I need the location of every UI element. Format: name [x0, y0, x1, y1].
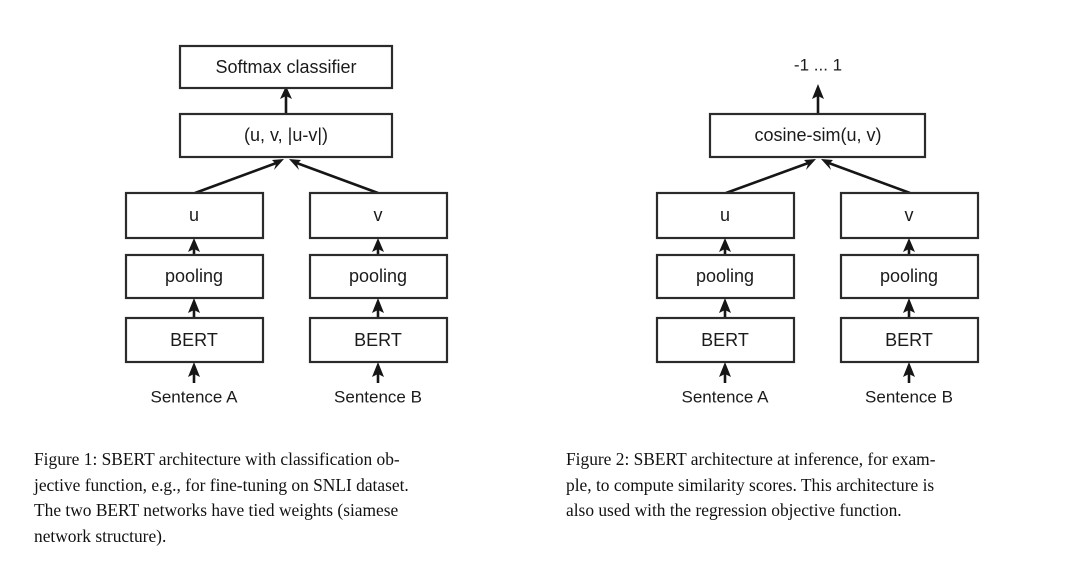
- concat-label: (u, v, |u-v|): [244, 125, 328, 145]
- left-bert-node: BERT: [124, 316, 265, 364]
- left-pooling-label: pooling: [165, 266, 223, 286]
- edge-sentence-b-to-bert: [372, 362, 384, 383]
- sentence-b-label: Sentence B: [865, 387, 953, 406]
- edge-v-to-cosine: [821, 159, 911, 195]
- left-bert-label: BERT: [701, 330, 749, 350]
- caption-line: also used with the regression objective …: [566, 500, 902, 520]
- edge-sentence-a-to-bert: [188, 362, 200, 383]
- figure-2-caption: Figure 2: SBERT architecture at inferenc…: [566, 447, 1038, 524]
- figure-1-canvas: Softmax classifier (u, v, |u-v|) u: [124, 44, 449, 406]
- vector-v-label: v: [905, 205, 914, 225]
- edge-right-bert-to-pooling: [372, 298, 384, 318]
- edge-left-pooling-to-u: [719, 238, 731, 255]
- figure-1-caption: Figure 1: SBERT architecture with classi…: [34, 447, 506, 549]
- left-pooling-label: pooling: [696, 266, 754, 286]
- right-bert-label: BERT: [354, 330, 402, 350]
- vector-u-node: u: [124, 191, 265, 240]
- left-bert-node: BERT: [655, 316, 796, 364]
- left-pooling-node: pooling: [655, 253, 796, 300]
- cosine-sim-node: cosine-sim(u, v): [708, 112, 927, 159]
- edge-concat-to-softmax: [280, 86, 292, 114]
- vector-v-node: v: [308, 191, 449, 240]
- right-pooling-node: pooling: [839, 253, 980, 300]
- right-pooling-label: pooling: [349, 266, 407, 286]
- edge-left-bert-to-pooling: [719, 298, 731, 318]
- figure-2-diagram: -1 ... 1 cosine-sim(u, v): [540, 0, 1080, 430]
- softmax-classifier-label: Softmax classifier: [215, 57, 356, 77]
- edge-sentence-a-to-bert: [719, 362, 731, 383]
- right-pooling-node: pooling: [308, 253, 449, 300]
- concat-node: (u, v, |u-v|): [178, 112, 394, 159]
- sentence-b-label: Sentence B: [334, 387, 422, 406]
- edge-u-to-concat: [194, 159, 284, 195]
- caption-line: jective function, e.g., for fine-tuning …: [34, 474, 409, 495]
- figure-1-diagram: Softmax classifier (u, v, |u-v|) u: [0, 0, 540, 430]
- sentence-a-label: Sentence A: [151, 387, 239, 406]
- edge-right-bert-to-pooling: [903, 298, 915, 318]
- softmax-classifier-node: Softmax classifier: [178, 44, 394, 90]
- left-pooling-node: pooling: [124, 253, 265, 300]
- vector-v-label: v: [374, 205, 383, 225]
- vector-v-node: v: [839, 191, 980, 240]
- caption-line: Figure 1: SBERT architecture with classi…: [34, 449, 400, 469]
- figure-2-canvas: -1 ... 1 cosine-sim(u, v): [655, 55, 980, 406]
- right-pooling-label: pooling: [880, 266, 938, 286]
- sentence-a-label: Sentence A: [682, 387, 770, 406]
- similarity-range-label: -1 ... 1: [794, 55, 842, 74]
- right-bert-node: BERT: [839, 316, 980, 364]
- vector-u-label: u: [720, 205, 730, 225]
- cosine-sim-label: cosine-sim(u, v): [754, 125, 881, 145]
- caption-line: Figure 2: SBERT architecture at inferenc…: [566, 449, 936, 469]
- caption-line: network structure).: [34, 525, 167, 546]
- vector-u-label: u: [189, 205, 199, 225]
- edge-left-bert-to-pooling: [188, 298, 200, 318]
- edge-left-pooling-to-u: [188, 238, 200, 255]
- edge-right-pooling-to-v: [903, 238, 915, 255]
- edge-v-to-concat: [289, 159, 379, 195]
- caption-line: The two BERT networks have tied weights …: [34, 500, 399, 520]
- caption-line: ple, to compute similarity scores. This …: [566, 474, 935, 495]
- edge-right-pooling-to-v: [372, 238, 384, 255]
- vector-u-node: u: [655, 191, 796, 240]
- right-bert-label: BERT: [885, 330, 933, 350]
- edge-u-to-cosine: [725, 159, 816, 195]
- right-bert-node: BERT: [308, 316, 449, 364]
- edge-cosine-to-output: [812, 84, 824, 114]
- left-bert-label: BERT: [170, 330, 218, 350]
- edge-sentence-b-to-bert: [903, 362, 915, 383]
